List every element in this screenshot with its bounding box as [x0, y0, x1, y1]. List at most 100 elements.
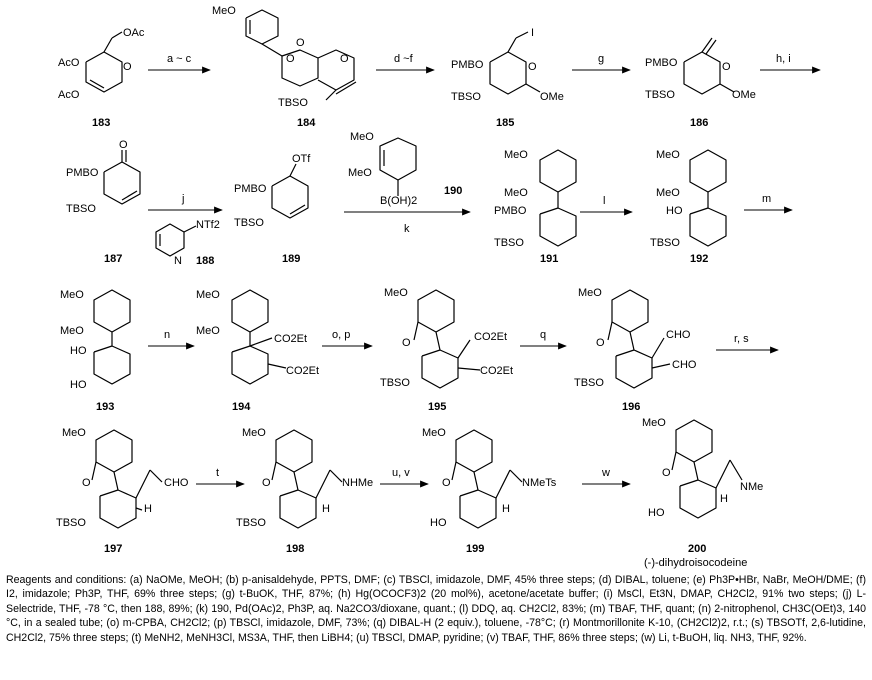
compound-184-label-0: MeO: [212, 5, 236, 17]
compound-188: N NTf2 188: [155, 219, 220, 267]
compound-183-id: 183: [92, 117, 110, 129]
compound-195-label-2: CO2Et: [474, 331, 507, 343]
compound-189-label-1: PMBO: [234, 183, 267, 195]
compound-195-id: 195: [428, 401, 446, 413]
compound-194-label-0: MeO: [196, 289, 220, 301]
compound-188-label-0: N: [174, 255, 182, 267]
compound-191: MeO MeO PMBO TBSO 191: [494, 149, 577, 265]
compound-200-label-2: NMe: [740, 481, 763, 493]
compound-191-label-3: TBSO: [494, 237, 524, 249]
compound-197-label-4: TBSO: [56, 517, 86, 529]
compound-193-id: 193: [96, 401, 114, 413]
step-label-11: q: [540, 329, 546, 341]
step-label-3: g: [598, 53, 604, 65]
compound-186-label-3: OMe: [732, 89, 756, 101]
compound-195: MeO O CO2Et CO2Et TBSO 195: [380, 287, 513, 413]
compound-193-label-2: HO: [70, 345, 87, 357]
compound-198-label-1: O: [262, 477, 271, 489]
compound-194-label-1: MeO: [196, 325, 220, 337]
compound-196-label-3: CHO: [672, 359, 697, 371]
compound-191-label-2: PMBO: [494, 205, 527, 217]
step-label-6: k: [404, 223, 410, 235]
compound-191-label-1: MeO: [504, 187, 528, 199]
compound-191-label-0: MeO: [504, 149, 528, 161]
compound-189: OTf PMBO TBSO 189: [234, 153, 311, 265]
compound-195-label-1: O: [402, 337, 411, 349]
compound-183: OAc AcO AcO O 183: [58, 27, 145, 129]
compound-187-id: 187: [104, 253, 122, 265]
compound-198-id: 198: [286, 543, 304, 555]
step-label-10: o, p: [332, 329, 350, 341]
compound-198-label-3: H: [322, 503, 330, 515]
compound-200-name: (-)-dihydroisocodeine: [644, 557, 747, 569]
compound-193-label-0: MeO: [60, 289, 84, 301]
compound-188-label-1: NTf2: [196, 219, 220, 231]
compound-199-id: 199: [466, 543, 484, 555]
compound-198-label-2: NHMe: [342, 477, 373, 489]
compound-192: MeO MeO HO TBSO 192: [650, 149, 727, 265]
compound-188-id: 188: [196, 255, 214, 267]
compound-199-label-0: MeO: [422, 427, 446, 439]
compound-189-label-2: TBSO: [234, 217, 264, 229]
compound-198-label-4: TBSO: [236, 517, 266, 529]
compound-186-label-0: PMBO: [645, 57, 678, 69]
compound-200-label-4: HO: [648, 507, 665, 519]
compound-196-label-2: CHO: [666, 329, 691, 341]
compound-199: MeO O NMeTs H HO 199: [422, 427, 557, 555]
step-label-9: n: [164, 329, 170, 341]
step-label-8: m: [762, 193, 771, 205]
compound-184-label-1: O: [296, 37, 305, 49]
compound-189-id: 189: [282, 253, 300, 265]
reaction-conditions: Reagents and conditions: (a) NaOMe, MeOH…: [6, 574, 866, 644]
compound-186: PMBO O TBSO OMe 186: [645, 37, 756, 129]
compound-185-label-1: PMBO: [451, 59, 484, 71]
compound-190-id: 190: [444, 185, 462, 197]
compound-194-id: 194: [232, 401, 251, 413]
compound-192-label-1: MeO: [656, 187, 680, 199]
compound-190-label-0: MeO: [350, 131, 374, 143]
compound-190: MeO MeO B(OH)2 190: [348, 131, 462, 207]
compound-196-label-0: MeO: [578, 287, 602, 299]
step-label-1: a ~ c: [167, 53, 192, 65]
compound-197-label-2: CHO: [164, 477, 189, 489]
compound-197: MeO O CHO H TBSO 197: [56, 427, 189, 555]
compound-200: MeO O NMe H HO 200 (-)-dihydroisocodeine: [642, 417, 763, 569]
compound-184-id: 184: [297, 117, 316, 129]
compound-185-label-4: OMe: [540, 91, 564, 103]
compound-187-label-2: TBSO: [66, 203, 96, 215]
compound-186-label-1: O: [722, 61, 731, 73]
compound-197-label-3: H: [144, 503, 152, 515]
compound-185: I PMBO O TBSO OMe 185: [451, 27, 564, 129]
compound-187: O PMBO TBSO 187: [66, 139, 141, 265]
compound-187-label-0: O: [119, 139, 128, 151]
compound-191-id: 191: [540, 253, 558, 265]
compound-200-label-3: H: [720, 493, 728, 505]
compound-196-label-1: O: [596, 337, 605, 349]
compound-190-label-1: MeO: [348, 167, 372, 179]
compound-200-label-0: MeO: [642, 417, 666, 429]
step-label-2: d ~f: [394, 53, 414, 65]
compound-184: MeO O O O TBSO 184: [212, 5, 357, 129]
compound-195-label-0: MeO: [384, 287, 408, 299]
compound-187-label-1: PMBO: [66, 167, 99, 179]
compound-199-label-3: H: [502, 503, 510, 515]
compound-199-label-4: HO: [430, 517, 447, 529]
compound-195-label-3: CO2Et: [480, 365, 513, 377]
compound-193: MeO MeO HO HO 193: [60, 289, 131, 413]
compound-198-label-0: MeO: [242, 427, 266, 439]
compound-185-label-0: I: [531, 27, 534, 39]
compound-193-label-1: MeO: [60, 325, 84, 337]
compound-197-label-1: O: [82, 477, 91, 489]
compound-199-label-2: NMeTs: [522, 477, 557, 489]
step-label-13: t: [216, 467, 219, 479]
compound-197-id: 197: [104, 543, 122, 555]
compound-192-label-2: HO: [666, 205, 683, 217]
compound-185-id: 185: [496, 117, 514, 129]
svg-text:O: O: [123, 61, 132, 73]
compound-192-id: 192: [690, 253, 708, 265]
compound-194-label-3: CO2Et: [286, 365, 319, 377]
step-label-12: r, s: [734, 333, 749, 345]
compound-199-label-1: O: [442, 477, 451, 489]
